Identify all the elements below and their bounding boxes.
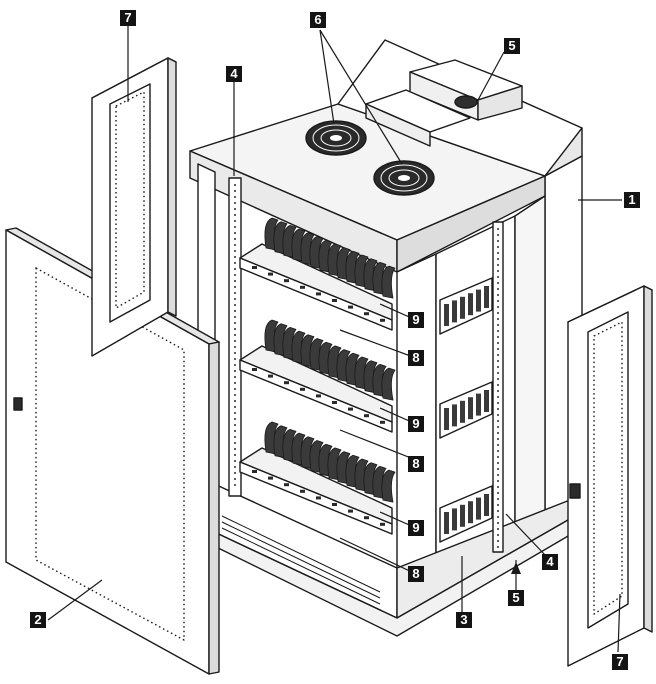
callout-9-upper: 9 <box>408 312 424 328</box>
side-device <box>460 296 465 319</box>
shelf-3 <box>239 421 396 535</box>
outlet <box>284 483 289 487</box>
side-device <box>444 304 449 326</box>
side-device <box>460 504 465 527</box>
charging-cord <box>381 265 396 299</box>
side-device-slots <box>439 277 493 543</box>
side-device <box>468 293 473 316</box>
top-cover-plate <box>365 59 523 147</box>
side-panel-left <box>91 57 177 357</box>
base-vents <box>221 515 381 605</box>
side-device <box>460 400 465 423</box>
callout-5-bottom: 5 <box>508 590 524 606</box>
outlet <box>284 279 289 283</box>
callout-1: 1 <box>624 192 640 208</box>
side-device <box>452 300 457 323</box>
side-slot-group-1 <box>439 277 493 335</box>
charging-cord <box>381 469 396 503</box>
side-panel-right <box>567 285 653 667</box>
side-device <box>468 501 473 524</box>
outlet <box>348 509 353 513</box>
side-device <box>484 494 489 516</box>
callout-7-right: 7 <box>612 654 628 670</box>
side-slot-group-2 <box>439 381 493 439</box>
outlet <box>348 407 353 411</box>
charging-cord <box>381 367 396 401</box>
outlet <box>348 305 353 309</box>
outlet <box>332 299 337 302</box>
callout-8-upper: 8 <box>408 350 424 366</box>
outlet <box>268 374 273 378</box>
outlet <box>268 476 273 480</box>
side-device <box>484 286 489 308</box>
outlet <box>364 516 369 520</box>
callout-9-lower: 9 <box>408 520 424 536</box>
outlet <box>332 401 337 404</box>
outlet <box>380 522 385 526</box>
side-device <box>476 497 481 520</box>
side-device <box>444 512 449 534</box>
leader-lines <box>47 26 622 653</box>
outlet <box>300 285 305 289</box>
side-device <box>452 508 457 531</box>
outlet <box>380 318 385 322</box>
shelf-2 <box>239 319 396 433</box>
outlet <box>300 489 305 493</box>
callout-2: 2 <box>30 612 46 628</box>
outlet <box>252 368 257 371</box>
outlet <box>252 266 257 269</box>
arrow-head <box>511 562 521 574</box>
fan-left <box>305 120 367 156</box>
outlet <box>268 272 273 276</box>
rear-rail <box>492 221 504 553</box>
charging-shelves <box>239 217 396 535</box>
outlet <box>364 414 369 418</box>
outlet <box>364 312 369 316</box>
outlet <box>380 420 385 424</box>
callout-4-bottom: 4 <box>542 554 558 570</box>
callout-8-middle: 8 <box>408 456 424 472</box>
callout-9-middle: 9 <box>408 416 424 432</box>
outlet <box>316 394 321 398</box>
side-device <box>476 289 481 312</box>
side-device <box>484 390 489 412</box>
side-device <box>476 393 481 416</box>
outlet <box>332 503 337 506</box>
front-rail <box>228 177 242 497</box>
callout-6: 6 <box>310 12 326 28</box>
callout-7-left: 7 <box>120 10 136 26</box>
outlet <box>252 470 257 473</box>
callout-4-top: 4 <box>226 66 242 82</box>
outlet <box>300 387 305 391</box>
outlet <box>284 381 289 385</box>
side-device <box>444 408 449 430</box>
outlet <box>316 496 321 500</box>
cabinet-body <box>189 39 583 637</box>
callout-3: 3 <box>456 612 472 628</box>
outlet <box>316 292 321 296</box>
callout-5-top: 5 <box>504 38 520 54</box>
side-device <box>452 404 457 427</box>
shelf-1 <box>239 217 396 331</box>
fan-right <box>373 160 435 196</box>
side-device <box>468 397 473 420</box>
callout-8-lower: 8 <box>408 566 424 582</box>
side-slot-group-3 <box>439 485 493 543</box>
